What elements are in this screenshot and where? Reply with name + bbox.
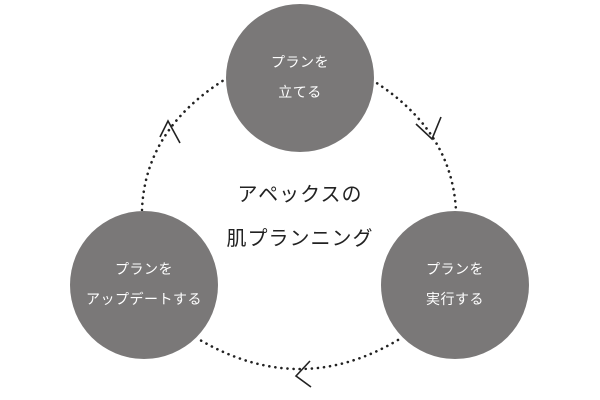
arrowhead-bottom-icon: [294, 360, 312, 388]
center-title: アペックスの 肌プランニング: [200, 172, 400, 260]
arrowhead-left-icon: [159, 119, 181, 144]
connector-update-to-plan: [140, 78, 226, 212]
node-update-plan: プランを アップデートする: [70, 211, 218, 359]
node-execute-plan-line2: 実行する: [426, 292, 484, 308]
node-make-plan-line1: プランを: [271, 55, 329, 71]
arrowhead-right-icon: [415, 116, 442, 141]
node-make-plan-label: プランを 立てる: [271, 48, 329, 108]
node-update-plan-label: プランを アップデートする: [86, 255, 202, 315]
node-execute-plan: プランを 実行する: [381, 211, 529, 359]
node-update-plan-line1: プランを: [115, 262, 173, 278]
node-make-plan-line2: 立てる: [278, 85, 322, 101]
node-make-plan: プランを 立てる: [226, 4, 374, 152]
connector-execute-to-update: [198, 338, 400, 371]
center-title-line1: アペックスの: [237, 182, 363, 206]
center-title-line2: 肌プランニング: [226, 226, 374, 250]
node-update-plan-line2: アップデートする: [86, 292, 202, 308]
node-execute-plan-label: プランを 実行する: [426, 255, 484, 315]
node-execute-plan-line1: プランを: [426, 262, 484, 278]
